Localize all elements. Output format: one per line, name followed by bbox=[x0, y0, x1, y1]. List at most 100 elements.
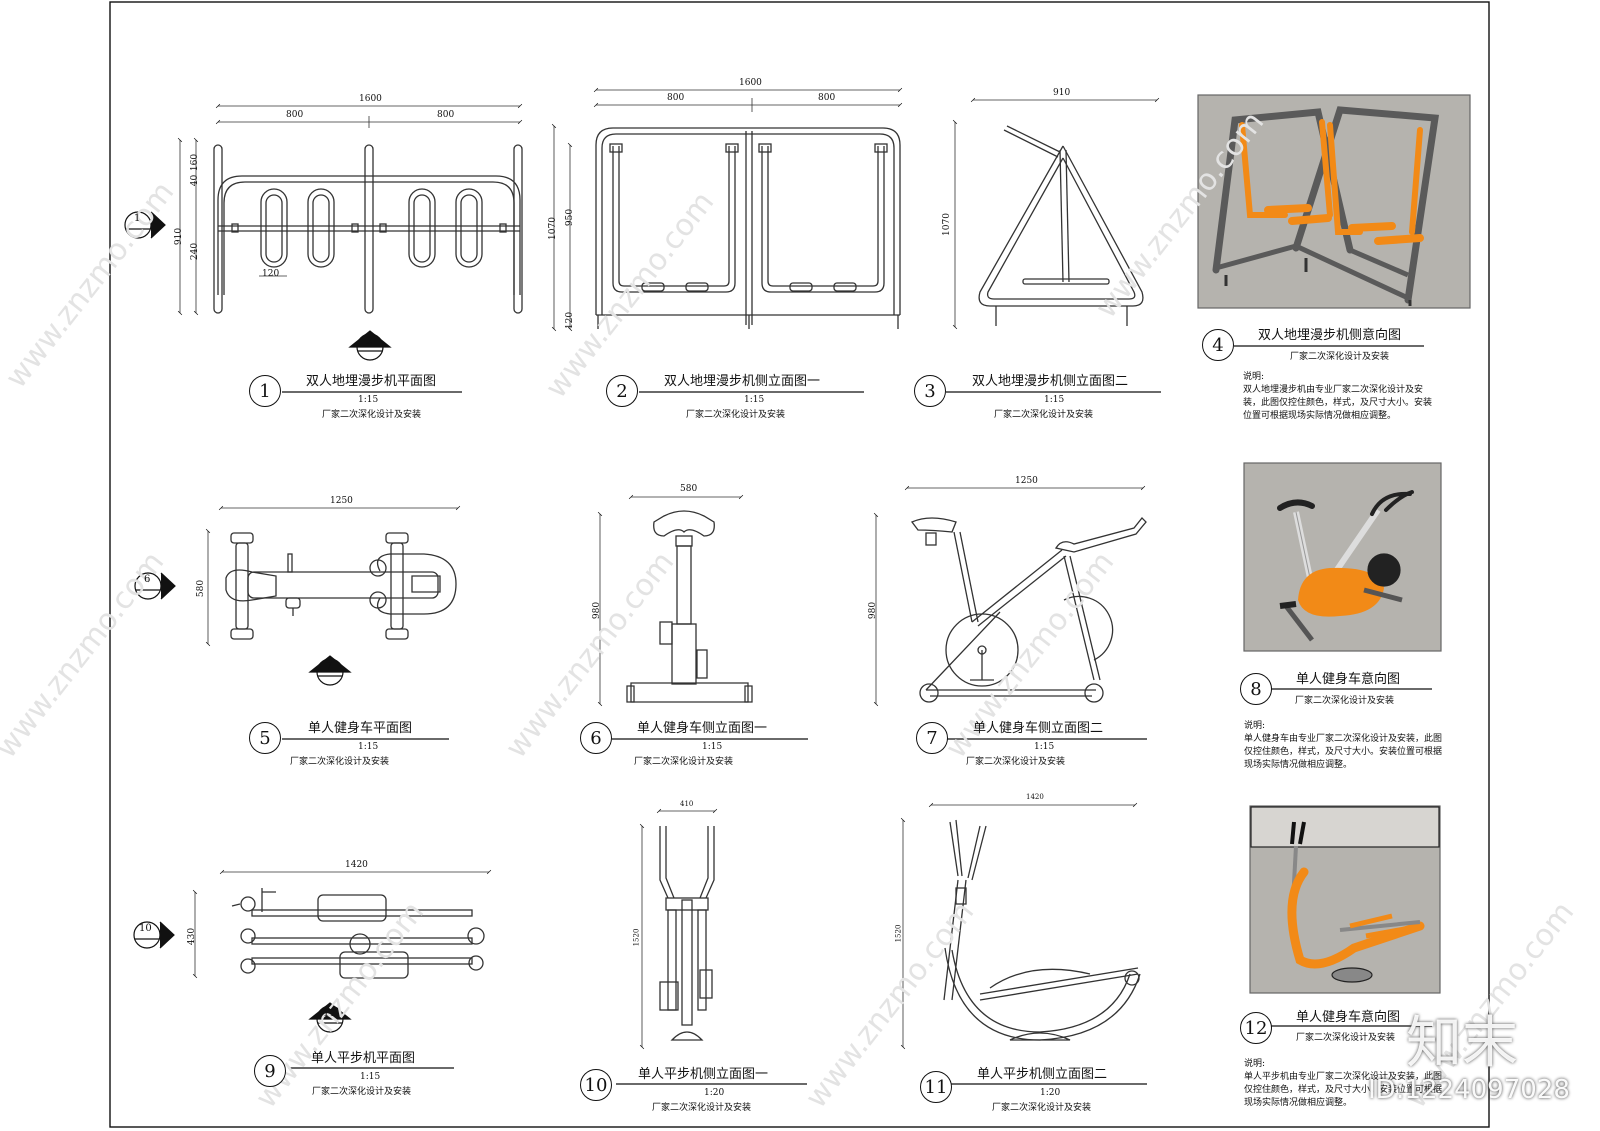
drawing-number: 12 bbox=[1240, 1012, 1272, 1044]
drawing-note: 厂家二次深化设计及安装 bbox=[994, 410, 1094, 420]
drawing-scale: 1:20 bbox=[704, 1088, 725, 1098]
drawing-number: 7 bbox=[916, 722, 948, 754]
drawing-title: 双人地埋漫步机平面图 bbox=[306, 374, 437, 389]
drawing-note: 厂家二次深化设计及安装 bbox=[1295, 696, 1395, 706]
dim-label: 800 bbox=[437, 110, 455, 120]
drawing-note: 厂家二次深化设计及安装 bbox=[634, 757, 734, 767]
drawing-note: 厂家二次深化设计及安装 bbox=[290, 757, 390, 767]
drawing-number: 8 bbox=[1240, 673, 1272, 705]
description-text: 单人平步机由专业厂家二次深化设计及安装，此图仅控住颜色，样式，及尺寸大小。安装位… bbox=[1244, 1072, 1443, 1108]
dim-label: 800 bbox=[667, 93, 685, 103]
dim-label: 1070 bbox=[941, 213, 952, 236]
dim-label: 950 bbox=[565, 208, 576, 227]
dim-label: 410 bbox=[680, 800, 694, 808]
section-marker-1 bbox=[124, 211, 166, 239]
dim-label: 1600 bbox=[739, 78, 762, 88]
drawing-note: 厂家二次深化设计及安装 bbox=[966, 757, 1066, 767]
dim-label: 800 bbox=[818, 93, 836, 103]
drawing-title: 单人平步机平面图 bbox=[311, 1051, 416, 1066]
drawing-number: 10 bbox=[580, 1069, 612, 1101]
dim-label: 120 bbox=[565, 311, 576, 330]
drawing-number: 9 bbox=[254, 1055, 286, 1087]
drawing-scale: 1:15 bbox=[744, 395, 765, 405]
plan-double-walker bbox=[177, 103, 523, 316]
section-marker-6 bbox=[134, 572, 176, 600]
dim-label: 1420 bbox=[1026, 793, 1044, 801]
drawing-title: 双人地埋漫步机侧立面图二 bbox=[972, 374, 1129, 389]
dim-label: 1250 bbox=[330, 496, 353, 506]
dim-label: 160 bbox=[190, 153, 201, 172]
dim-label: 1420 bbox=[345, 860, 368, 870]
dim-label: 120 bbox=[262, 269, 280, 279]
dim-label: 980 bbox=[868, 601, 879, 620]
dim-label: 580 bbox=[196, 579, 207, 598]
section-marker-10 bbox=[133, 921, 175, 949]
drawing-title: 单人健身车侧立面图一 bbox=[637, 721, 768, 736]
drawing-title: 单人健身车侧立面图二 bbox=[973, 721, 1104, 736]
elevation-air-walker-1 bbox=[639, 808, 718, 1050]
description-label: 说明: bbox=[1244, 721, 1266, 731]
dim-label: 1520 bbox=[632, 928, 641, 947]
section-markers bbox=[124, 211, 392, 1033]
elevation-air-walker-2 bbox=[900, 802, 1141, 1050]
drawing-title: 单人健身车意向图 bbox=[1296, 1010, 1401, 1025]
dim-label: 240 bbox=[190, 242, 201, 261]
plan-air-walker bbox=[192, 869, 492, 979]
watermark-text: www.znzmo.com bbox=[799, 895, 981, 1115]
drawing-note: 厂家二次深化设计及安装 bbox=[652, 1103, 752, 1113]
drawing-scale: 1:15 bbox=[358, 742, 379, 752]
dim-label: 800 bbox=[286, 110, 304, 120]
description-label: 说明: bbox=[1244, 1059, 1266, 1069]
drawing-note: 厂家二次深化设计及安装 bbox=[1296, 1033, 1396, 1043]
dim-label: 910 bbox=[1053, 88, 1071, 98]
drawing-title: 单人平步机侧立面图一 bbox=[638, 1067, 769, 1082]
elevation-exercise-bike-2 bbox=[873, 485, 1147, 707]
section-marker-number: 6 bbox=[144, 574, 151, 585]
description-label: 说明: bbox=[1243, 372, 1265, 382]
section-marker-number: 2 bbox=[366, 336, 373, 347]
dim-label: 1600 bbox=[359, 94, 382, 104]
drawing-scale: 1:15 bbox=[1034, 742, 1055, 752]
dim-label: 430 bbox=[187, 927, 198, 946]
drawing-number: 5 bbox=[249, 722, 281, 754]
drawing-number: 1 bbox=[249, 375, 281, 407]
drawing-note: 厂家二次深化设计及安装 bbox=[686, 410, 786, 420]
sheet-border bbox=[109, 1, 1490, 1128]
elevation-double-walker-2 bbox=[952, 97, 1160, 330]
drawing-title: 单人平步机侧立面图二 bbox=[977, 1067, 1108, 1082]
drawing-scale: 1:15 bbox=[702, 742, 723, 752]
brand-logo: 知末 bbox=[1406, 1011, 1518, 1076]
section-marker-number: 10 bbox=[139, 923, 152, 934]
section-marker-11 bbox=[308, 1002, 352, 1033]
section-marker-number: 7 bbox=[326, 661, 333, 672]
dim-label: 980 bbox=[592, 601, 603, 620]
drawing-scale: 1:20 bbox=[1040, 1088, 1061, 1098]
elevation-exercise-bike-1 bbox=[597, 494, 753, 707]
section-marker-2 bbox=[348, 330, 392, 361]
drawing-title: 双人地埋漫步机侧立面图一 bbox=[664, 374, 821, 389]
drawing-number: 2 bbox=[606, 375, 638, 407]
drawing-number: 3 bbox=[914, 375, 946, 407]
render-double-walker bbox=[1197, 94, 1471, 309]
dim-label: 1520 bbox=[894, 924, 903, 943]
drawing-title: 单人健身车意向图 bbox=[1296, 672, 1401, 687]
drawing-note: 厂家二次深化设计及安装 bbox=[322, 410, 422, 420]
render-air-walker bbox=[1249, 805, 1441, 994]
drawing-number: 4 bbox=[1202, 329, 1234, 361]
dim-label: 910 bbox=[174, 227, 185, 246]
dim-label: 1070 bbox=[547, 217, 558, 240]
watermark-text: www.znzmo.com bbox=[0, 175, 181, 395]
drawing-scale: 1:15 bbox=[358, 395, 379, 405]
elevation-double-walker-1 bbox=[551, 87, 903, 332]
drawing-note: 厂家二次深化设计及安装 bbox=[992, 1103, 1092, 1113]
section-marker-7 bbox=[308, 655, 352, 686]
drawing-note: 厂家二次深化设计及安装 bbox=[312, 1087, 412, 1097]
brand-id: ID:1224097028 bbox=[1368, 1075, 1570, 1105]
drawing-note: 厂家二次深化设计及安装 bbox=[1290, 352, 1390, 362]
render-exercise-bike bbox=[1243, 462, 1442, 652]
drawing-title: 双人地埋漫步机侧意向图 bbox=[1258, 328, 1402, 343]
title-underlines bbox=[282, 345, 1432, 1085]
drawing-number: 11 bbox=[920, 1071, 952, 1103]
